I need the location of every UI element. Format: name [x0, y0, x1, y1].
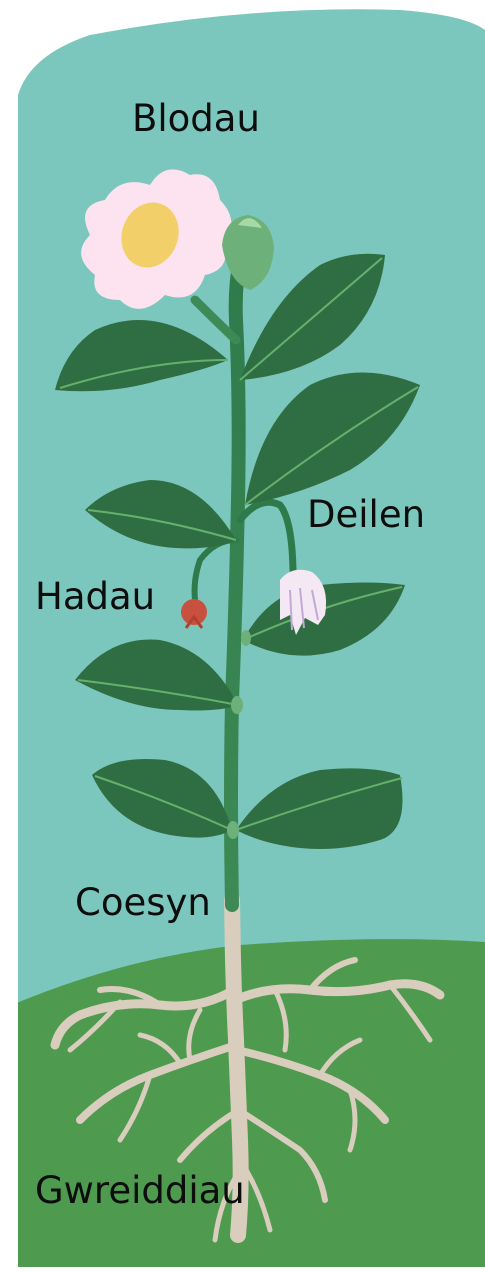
label-seeds: Hadau [35, 578, 155, 615]
stem-node [241, 630, 251, 646]
label-leaf: Deilen [307, 496, 425, 533]
label-stem: Coesyn [75, 884, 211, 921]
label-flower: Blodau [132, 100, 260, 137]
stem-node [227, 821, 239, 839]
label-roots: Gwreiddiau [35, 1172, 245, 1209]
stem-node [231, 696, 243, 714]
